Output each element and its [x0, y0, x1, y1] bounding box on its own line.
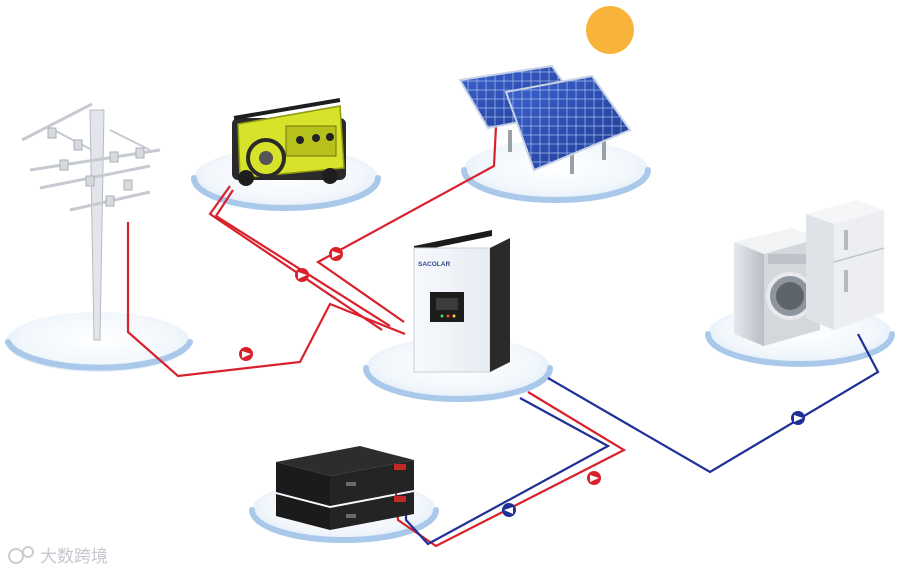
sun-icon [586, 6, 634, 54]
flow-arrow-icon [329, 247, 343, 261]
solar-panel-icon [458, 64, 632, 174]
refrigerator-icon [806, 200, 885, 330]
watermark-text: 大数跨境 [40, 547, 108, 567]
watermark-logo: 大数跨境 [8, 546, 108, 567]
inverter-brand-label: SACOLAR [418, 261, 450, 268]
flow-arrow-icon [587, 471, 601, 485]
flow-arrow-icon [239, 347, 253, 361]
wire-utility-ac [126, 222, 406, 378]
utility-pole-icon [21, 102, 161, 341]
wire-solar-dc-red [315, 125, 498, 323]
generator-icon [232, 98, 346, 186]
wire-battery-blue [404, 397, 611, 546]
flow-arrow-icon [502, 503, 516, 517]
flow-arrow-icon [295, 268, 309, 282]
platform-utility [5, 312, 193, 372]
inverter-icon: SACOLAR [413, 230, 510, 373]
wire-generator-ac-2 [214, 189, 391, 327]
battery-icon [276, 446, 414, 530]
flow-arrow-icon [791, 411, 805, 425]
wire-generator-ac-1 [208, 185, 383, 331]
